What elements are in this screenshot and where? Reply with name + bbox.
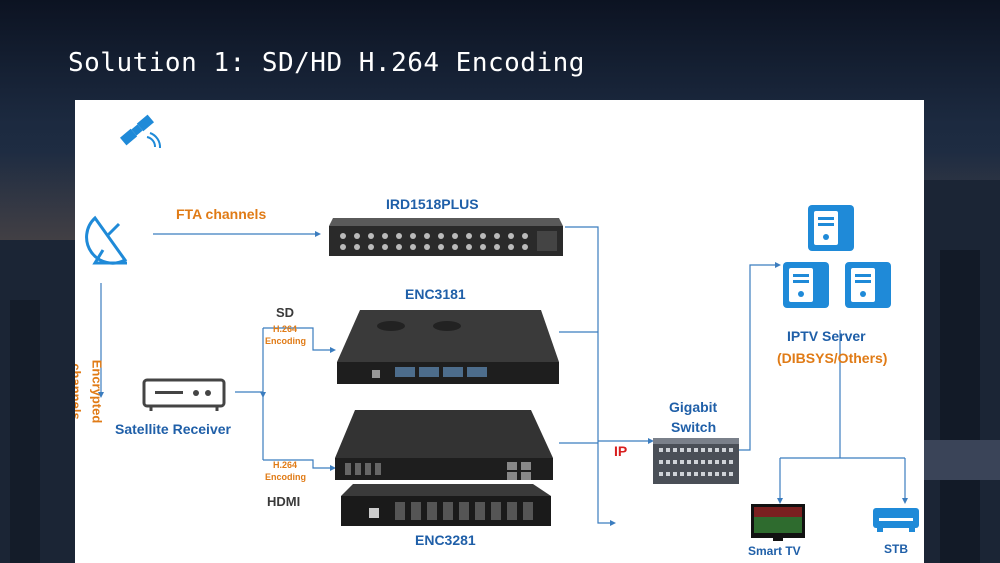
ird1518plus-device <box>329 218 563 256</box>
gigabit-label: Gigabit <box>669 399 718 415</box>
stb-icon <box>873 508 919 532</box>
smart-tv-label: Smart TV <box>748 544 801 558</box>
satellite-receiver-icon <box>142 378 226 411</box>
enc3281-device <box>335 410 553 526</box>
enc3181-device <box>337 310 559 384</box>
satellite-dish-icon <box>85 215 128 265</box>
h264-top-line2: Encoding <box>265 336 306 346</box>
smart-tv-icon <box>751 504 805 541</box>
connection-lines <box>98 226 908 526</box>
slide-title: Solution 1: SD/HD H.264 Encoding <box>68 48 585 78</box>
ip-label: IP <box>614 443 628 459</box>
encrypted-line1: Encrypted <box>89 359 105 424</box>
diagram-panel: FTA channels IRD1518PLUS ENC3181 ENC3281… <box>75 100 924 563</box>
sd-label: SD <box>276 305 295 320</box>
iptv-server-label: IPTV Server <box>787 328 866 344</box>
satellite-receiver-label: Satellite Receiver <box>115 421 231 437</box>
enc3281-label: ENC3281 <box>415 532 476 548</box>
iptv-server-icon <box>783 205 891 308</box>
fta-channels-label: FTA channels <box>176 206 267 222</box>
ird1518plus-label: IRD1518PLUS <box>386 196 479 212</box>
switch-label: Switch <box>671 419 717 435</box>
enc3181-label: ENC3181 <box>405 286 466 302</box>
h264-bottom-line2: Encoding <box>265 472 306 482</box>
gigabit-switch-device <box>653 438 739 484</box>
hdmi-label: HDMI <box>267 494 301 509</box>
iptv-server-sub-label: (DIBSYS/Others) <box>777 350 888 366</box>
encrypted-line2: channels <box>75 363 84 420</box>
h264-bottom-line1: H.264 <box>273 460 298 470</box>
stb-label: STB <box>884 542 908 556</box>
satellite-icon <box>119 114 161 149</box>
h264-top-line1: H.264 <box>273 324 298 334</box>
